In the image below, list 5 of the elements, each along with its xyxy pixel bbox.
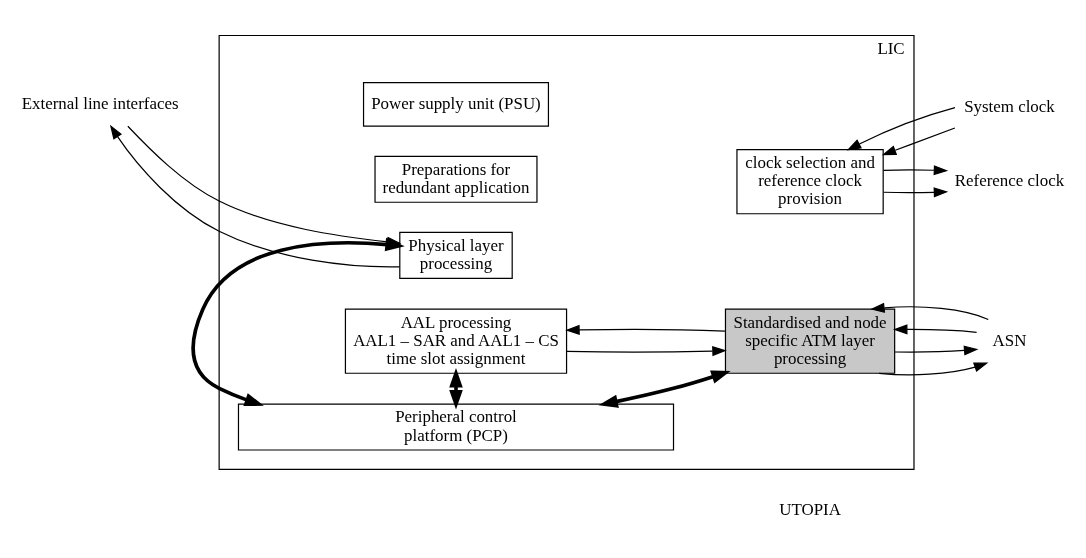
node-text: External line interfaces [21,93,179,113]
node-text: ASN [992,330,1027,350]
node-text: Reference clock [954,171,1065,191]
label: UTOPIA [779,499,841,519]
node-text: System clock [964,97,1055,117]
